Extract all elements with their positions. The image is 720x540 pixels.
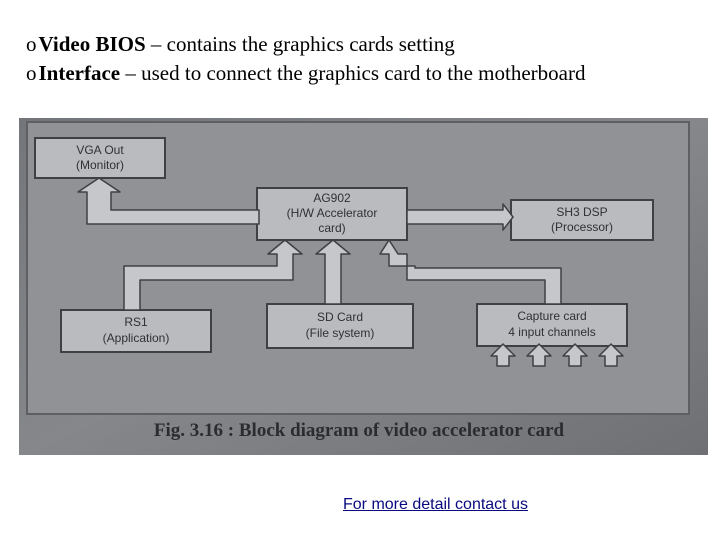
- rs1-label: RS1: [124, 315, 148, 329]
- figure-caption: Fig. 3.16 : Block diagram of video accel…: [154, 420, 565, 441]
- block-diagram-photo: VGA Out (Monitor) AG902 (H/W Accelerator…: [19, 118, 708, 455]
- bullet-video-bios: oVideo BIOS – contains the graphics card…: [26, 30, 585, 59]
- rs1-sublabel: (Application): [103, 331, 170, 345]
- arrow-capture-to-ag902: [379, 239, 562, 305]
- input-channel-arrow: [490, 343, 516, 367]
- ag902-sublabel: (H/W Accelerator: [287, 206, 378, 220]
- bullet-text: – contains the graphics cards setting: [145, 32, 455, 56]
- arrow-rs1-to-ag902: [123, 239, 303, 311]
- bullet-interface: oInterface – used to connect the graphic…: [26, 59, 585, 88]
- capture-card-label: Capture card: [517, 309, 586, 323]
- arrow-to-sh3: [406, 203, 514, 231]
- bullet-marker: o: [26, 61, 37, 85]
- input-channel-arrow: [562, 343, 588, 367]
- connector-arrows: [77, 177, 624, 367]
- sd-card-block: [266, 303, 414, 349]
- sh3-dsp-block: [510, 199, 654, 241]
- vga-out-label: VGA Out: [76, 143, 124, 157]
- sd-card-label: SD Card: [317, 310, 363, 324]
- capture-card-block: [476, 303, 628, 347]
- vga-out-sublabel: (Monitor): [76, 158, 124, 172]
- bullet-term: Interface: [38, 61, 121, 85]
- bullet-text: – used to connect the graphics card to t…: [120, 61, 586, 85]
- ag902-block: [256, 187, 408, 241]
- sd-card-sublabel: (File system): [306, 326, 375, 340]
- input-channel-arrow: [598, 343, 624, 367]
- capture-card-sublabel: 4 input channels: [508, 325, 595, 339]
- block-diagram: VGA Out (Monitor) AG902 (H/W Accelerator…: [19, 118, 708, 455]
- bullet-term: Video BIOS: [38, 32, 146, 56]
- sh3-dsp-label: SH3 DSP: [556, 205, 607, 219]
- bullet-list: oVideo BIOS – contains the graphics card…: [26, 30, 585, 88]
- vga-out-block: [34, 137, 166, 179]
- sh3-dsp-sublabel: (Processor): [551, 220, 613, 234]
- ag902-label: AG902: [313, 191, 351, 205]
- ag902-sublabel-2: card): [318, 221, 345, 235]
- bullet-marker: o: [26, 32, 37, 56]
- arrow-to-vga: [77, 177, 260, 225]
- input-channel-arrow: [526, 343, 552, 367]
- contact-link[interactable]: For more detail contact us: [343, 496, 528, 513]
- arrow-sd-to-ag902: [315, 239, 351, 305]
